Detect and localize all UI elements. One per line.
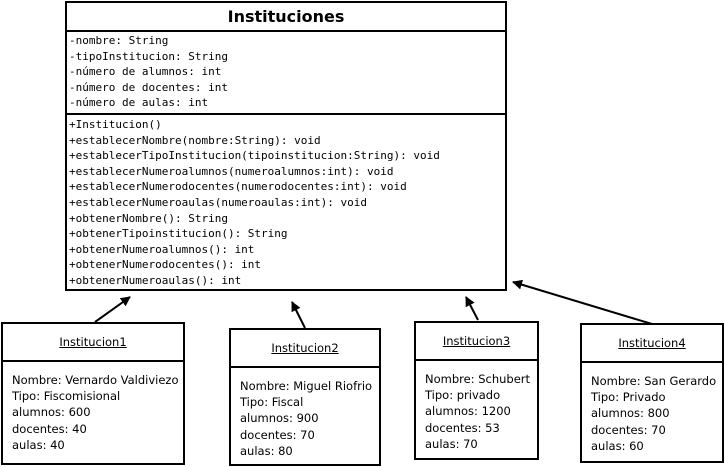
- attribute: -número de aulas: int: [69, 96, 209, 110]
- object-name: Institucion2: [231, 330, 379, 368]
- method: +obtenerNumeroalumnos(): int: [69, 242, 255, 256]
- object-name: Institucion4: [582, 325, 722, 363]
- object-field: docentes: 40: [12, 421, 87, 436]
- object-field: Nombre: San Gerardo: [591, 374, 717, 388]
- class-name: Instituciones: [67, 3, 505, 32]
- method: +obtenerNumerodocentes(): int: [69, 258, 262, 272]
- method: +establecerTipoInstitucion(tipoinstituci…: [69, 149, 440, 163]
- object-field: Tipo: Privado: [591, 390, 666, 405]
- method: +establecerNumeroaulas(numeroaulas:int):…: [69, 195, 368, 209]
- class-instituciones: Instituciones -nombre: String -tipoInsti…: [65, 1, 507, 291]
- object-field: Tipo: privado: [425, 388, 501, 403]
- object-field: aulas: 70: [425, 436, 478, 451]
- object-field: Tipo: Fiscomisional: [12, 389, 121, 404]
- object-name: Institucion3: [416, 323, 537, 361]
- object-institucion1: Institucion1 Nombre: Vernardo Valdiviezo…: [1, 322, 185, 465]
- object-institucion4: Institucion4 Nombre: San Gerardo Tipo: P…: [580, 323, 724, 463]
- object-institucion2: Institucion2 Nombre: Miguel Riofrio Tipo…: [229, 328, 381, 466]
- object-field: aulas: 40: [12, 437, 65, 452]
- method: +establecerNombre(nombre:String): void: [69, 133, 321, 147]
- attribute: -tipoInstitucion: String: [69, 49, 228, 63]
- object-field: alumnos: 800: [591, 406, 670, 421]
- object-field: docentes: 70: [240, 427, 315, 442]
- arrow-institucion2: [291, 301, 306, 329]
- arrow-institucion1: [94, 296, 131, 323]
- method: +Institucion(): [69, 118, 162, 131]
- attribute: -nombre: String: [69, 34, 169, 47]
- class-methods: +Institucion() +establecerNombre(nombre:…: [67, 115, 505, 289]
- object-name: Institucion1: [3, 324, 183, 362]
- object-field: Tipo: Fiscal: [240, 395, 304, 410]
- object-field: Nombre: Miguel Riofrio: [240, 379, 373, 393]
- object-field: docentes: 53: [425, 420, 500, 435]
- object-field: Nombre: Vernardo Valdiviezo: [12, 373, 179, 387]
- arrow-institucion3: [465, 296, 479, 321]
- method: +obtenerNumeroaulas(): int: [69, 273, 242, 287]
- method: +establecerNumeroalumnos(numeroalumnos:i…: [69, 164, 394, 178]
- attribute: -número de docentes: int: [69, 80, 228, 94]
- object-field: Nombre: Schubert: [425, 372, 531, 386]
- object-institucion3: Institucion3 Nombre: Schubert Tipo: priv…: [414, 321, 539, 460]
- object-field: aulas: 80: [240, 443, 293, 458]
- object-field: alumnos: 1200: [425, 404, 511, 419]
- object-field: docentes: 70: [591, 422, 666, 437]
- method: +obtenerNombre(): String: [69, 211, 228, 225]
- method: +obtenerTipoinstitucion(): String: [69, 227, 288, 241]
- attribute: -número de alumnos: int: [69, 65, 222, 79]
- class-attributes: -nombre: String -tipoInstitucion: String…: [67, 32, 505, 115]
- arrow-institucion4: [512, 279, 653, 325]
- object-field: alumnos: 900: [240, 411, 319, 426]
- method: +establecerNumerodocentes(numerodocentes…: [69, 180, 407, 194]
- object-field: aulas: 60: [591, 438, 644, 453]
- object-field: alumnos: 600: [12, 405, 91, 420]
